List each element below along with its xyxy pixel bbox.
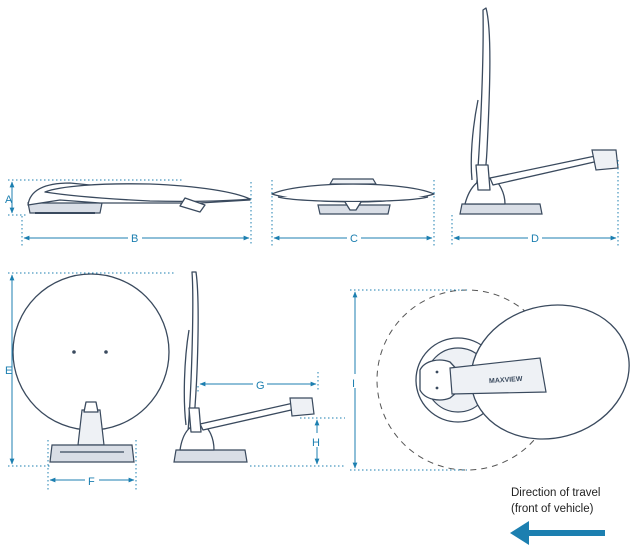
view-deployed-side-detail: G H bbox=[173, 271, 345, 467]
caption-line-2: (front of vehicle) bbox=[511, 503, 594, 515]
caption-line-1: Direction of travel bbox=[511, 487, 600, 499]
view-deployed-side: D bbox=[451, 7, 619, 246]
brand-text: MAXVIEW bbox=[489, 376, 523, 385]
dim-label-d: D bbox=[531, 233, 539, 245]
dim-label-b: B bbox=[131, 233, 138, 245]
view-rear-dish: E F bbox=[5, 272, 175, 492]
direction-of-travel: Direction of travel (front of vehicle) bbox=[510, 487, 605, 545]
view-folded-front: C bbox=[271, 178, 435, 246]
view-top-sweep: MAXVIEW I bbox=[348, 289, 630, 471]
dim-label-f: F bbox=[88, 476, 95, 488]
dim-label-e: E bbox=[5, 365, 12, 377]
dim-label-a: A bbox=[5, 194, 13, 206]
view-folded-side: A B bbox=[5, 179, 252, 246]
dim-label-c: C bbox=[350, 233, 358, 245]
dim-label-g: G bbox=[256, 380, 265, 392]
dim-label-h: H bbox=[312, 437, 320, 449]
dim-label-i: I bbox=[352, 378, 355, 390]
arrow-left-icon bbox=[510, 521, 605, 545]
